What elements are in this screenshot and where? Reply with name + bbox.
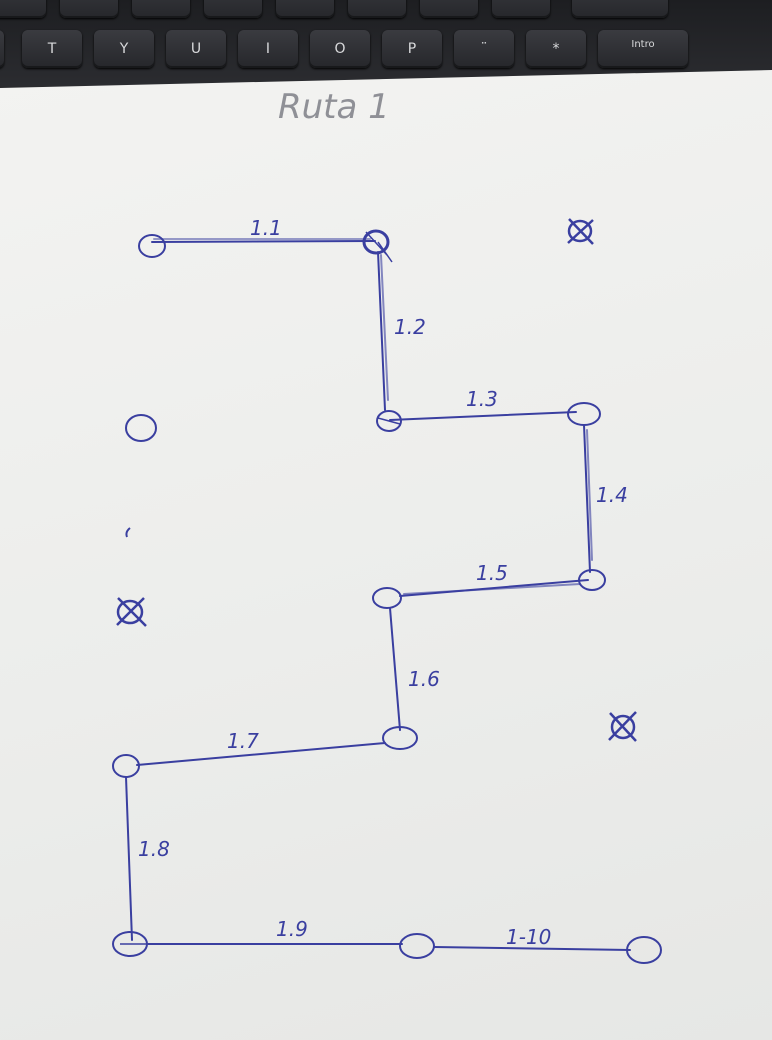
node-circle-unused bbox=[125, 414, 157, 442]
node-circle bbox=[372, 587, 402, 609]
key-i: I bbox=[238, 30, 298, 68]
key-intro: Intro bbox=[598, 30, 688, 68]
key-y: Y bbox=[94, 30, 154, 68]
route-nodes bbox=[112, 229, 662, 964]
segment-label: 1.9 bbox=[276, 917, 308, 941]
key-t: T bbox=[22, 30, 82, 68]
segment-label: 1.3 bbox=[466, 387, 498, 411]
keyboard-top-row bbox=[0, 0, 772, 20]
node-circle bbox=[362, 229, 390, 255]
paper-sheet bbox=[0, 70, 772, 1040]
key bbox=[420, 0, 478, 18]
node-circle bbox=[112, 931, 148, 957]
pen-mark bbox=[125, 527, 131, 538]
segment-label: 1.5 bbox=[476, 561, 508, 585]
keyboard-main-row: T Y U I O P ¨ * Intro bbox=[0, 30, 772, 70]
segment-label: 1.7 bbox=[227, 729, 259, 753]
node-circle bbox=[578, 569, 606, 591]
segment-label: 1.2 bbox=[394, 315, 426, 339]
key bbox=[348, 0, 406, 18]
node-circle bbox=[382, 726, 418, 750]
key bbox=[276, 0, 334, 18]
segment-label: 1-10 bbox=[506, 925, 551, 949]
key-o: O bbox=[310, 30, 370, 68]
keyboard: T Y U I O P ¨ * Intro bbox=[0, 0, 772, 86]
sheet-title: Ruta 1 bbox=[278, 87, 390, 127]
crossed-nodes bbox=[116, 218, 637, 945]
segment-label: 1.1 bbox=[250, 216, 282, 240]
key-asterisk: * bbox=[526, 30, 586, 68]
node-circle bbox=[399, 933, 435, 959]
node-circle bbox=[567, 402, 601, 426]
key bbox=[492, 0, 550, 18]
key bbox=[572, 0, 668, 18]
crossed-node-icon bbox=[567, 218, 594, 245]
route-path bbox=[125, 238, 631, 951]
key bbox=[204, 0, 262, 18]
node-cross-mark bbox=[377, 417, 401, 425]
node-circle bbox=[376, 410, 402, 432]
key bbox=[0, 30, 4, 68]
segment-label: 1.8 bbox=[138, 837, 170, 861]
node-circle bbox=[112, 754, 140, 778]
key-u: U bbox=[166, 30, 226, 68]
node-circle bbox=[138, 234, 166, 258]
segment-label: 1.6 bbox=[408, 667, 440, 691]
key-p: P bbox=[382, 30, 442, 68]
node-circle bbox=[626, 936, 662, 964]
segment-label: 1.4 bbox=[596, 483, 628, 507]
key bbox=[132, 0, 190, 18]
crossed-node-icon bbox=[116, 597, 147, 627]
crossed-node-icon bbox=[608, 711, 637, 742]
key-diaeresis: ¨ bbox=[454, 30, 514, 68]
key bbox=[60, 0, 118, 18]
node-cross-mark bbox=[365, 231, 393, 263]
key bbox=[0, 0, 46, 18]
